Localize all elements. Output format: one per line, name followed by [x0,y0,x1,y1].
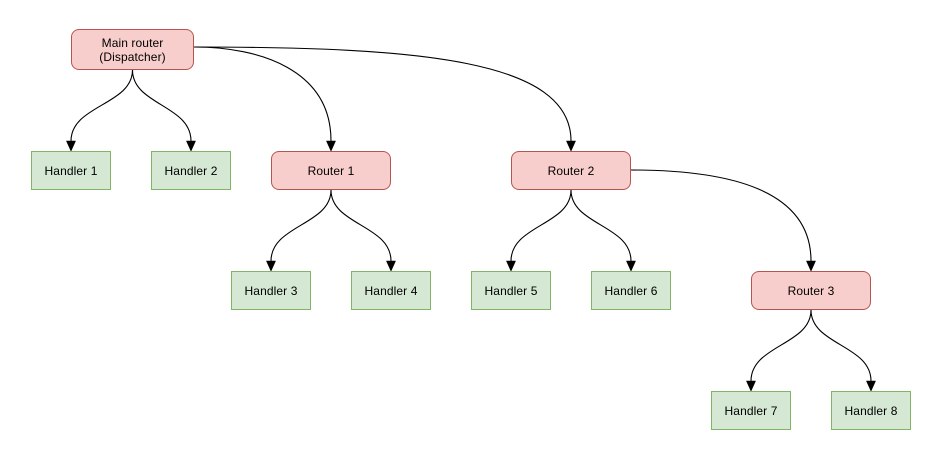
arrowhead [506,260,516,272]
edge-e-main-h1 [66,69,134,152]
node-label-handler-6: Handler 6 [604,283,658,298]
node-label-handler-1: Handler 1 [44,163,98,178]
node-router-3[interactable]: Router 3 [751,271,871,310]
node-handler-5[interactable]: Handler 5 [471,271,551,310]
arrowhead [566,140,576,152]
node-router-2[interactable]: Router 2 [511,151,631,190]
arrowhead [806,260,816,272]
edge-e-r2-h5 [506,189,572,272]
node-label-handler-5: Handler 5 [484,283,538,298]
node-label-handler-8: Handler 8 [844,403,898,418]
edge-e-r2-r3 [630,169,816,272]
arrowhead [66,140,76,152]
node-handler-7[interactable]: Handler 7 [711,391,791,430]
node-label-handler-2: Handler 2 [164,163,218,178]
arrowhead [266,260,276,272]
edge-e-r2-h6 [570,189,636,272]
edge-e-r1-h3 [266,189,332,272]
node-router-1[interactable]: Router 1 [271,151,391,190]
edge-e-r1-h4 [330,189,396,272]
edge-e-main-r2 [193,46,576,152]
node-label-handler-7: Handler 7 [724,403,778,418]
node-main-router[interactable]: Main router (Dispatcher) [71,29,194,70]
node-handler-2[interactable]: Handler 2 [151,151,231,190]
arrowhead [386,260,396,272]
arrowhead [866,380,876,392]
arrowhead [626,260,636,272]
arrowhead [326,140,336,152]
node-label-router-2: Router 2 [547,163,595,178]
node-handler-1[interactable]: Handler 1 [31,151,111,190]
node-label-router-3: Router 3 [787,283,835,298]
node-handler-8[interactable]: Handler 8 [831,391,911,430]
arrowhead [186,140,196,152]
node-label-router-1: Router 1 [307,163,355,178]
arrowhead [746,380,756,392]
edge-e-r3-h8 [810,309,876,392]
edge-e-main-h2 [131,69,196,152]
node-label-handler-4: Handler 4 [364,283,418,298]
node-handler-4[interactable]: Handler 4 [351,271,431,310]
node-handler-3[interactable]: Handler 3 [231,271,311,310]
edge-e-main-r1 [193,46,336,152]
edge-e-r3-h7 [746,309,812,392]
node-label-handler-3: Handler 3 [244,283,298,298]
node-label-main-router: Main router (Dispatcher) [99,35,166,64]
node-handler-6[interactable]: Handler 6 [591,271,671,310]
